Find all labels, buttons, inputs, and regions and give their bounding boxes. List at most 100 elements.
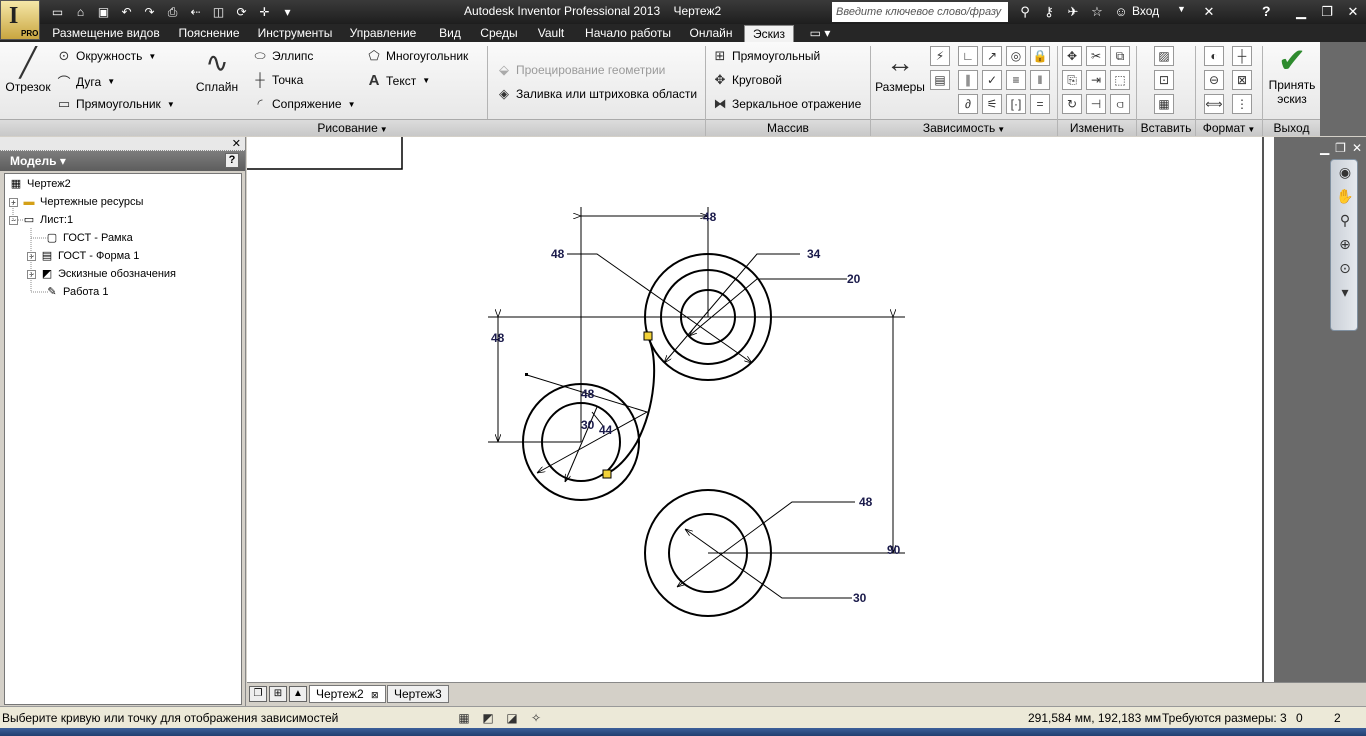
- cascade-icon[interactable]: ❐: [249, 686, 267, 702]
- sketch-drawing[interactable]: 48 48 34 20 48 48 30 44 48 90 30: [247, 137, 1262, 682]
- project-geometry-button[interactable]: ⬙ Проецирование геометрии: [496, 62, 665, 78]
- construction-icon[interactable]: ┼: [1232, 46, 1252, 66]
- tree-node-frame[interactable]: ▢ ГОСТ - Рамка: [45, 229, 133, 247]
- light-icon[interactable]: ✧: [530, 711, 542, 725]
- tree-node-sketch[interactable]: ✎ Работа 1: [45, 283, 108, 301]
- leader-line[interactable]: [689, 278, 847, 336]
- expand-icon[interactable]: +: [27, 251, 36, 261]
- view-cube-icon[interactable]: ◪: [506, 711, 518, 725]
- smooth-icon[interactable]: ∂: [958, 94, 978, 114]
- chevron-down-icon[interactable]: ▼: [148, 51, 157, 61]
- extend-icon[interactable]: ⇥: [1086, 70, 1106, 90]
- login-dropdown-icon[interactable]: ▼: [1177, 4, 1186, 14]
- format-panel-title[interactable]: Формат▼: [1196, 119, 1262, 136]
- doc-tab-drawing2[interactable]: Чертеж2 ⊠: [309, 685, 386, 703]
- format-grid-icon[interactable]: ⋮: [1232, 94, 1252, 114]
- user-icon[interactable]: ☺: [1114, 4, 1128, 19]
- show-format-icon[interactable]: ◐: [1204, 46, 1224, 66]
- binoculars-icon[interactable]: ⚲: [1020, 4, 1030, 19]
- leader-line[interactable]: [564, 406, 598, 482]
- dimension-text[interactable]: 20: [847, 272, 861, 286]
- tile-icon[interactable]: ⊞: [269, 686, 287, 702]
- tab-view[interactable]: Вид: [439, 26, 461, 40]
- chevron-down-icon[interactable]: ▼: [997, 125, 1006, 134]
- spline-button[interactable]: ∿ Сплайн: [192, 46, 242, 94]
- insert-points-icon[interactable]: ⊡: [1154, 70, 1174, 90]
- insert-image-icon[interactable]: ▨: [1154, 46, 1174, 66]
- tab-sketch[interactable]: Эскиз: [744, 25, 794, 42]
- expand-icon[interactable]: +: [27, 269, 36, 279]
- collinear-icon[interactable]: ≡: [1006, 70, 1026, 90]
- leader-line[interactable]: [677, 501, 855, 587]
- move-icon[interactable]: ✥: [1062, 46, 1082, 66]
- tree-node-drawing[interactable]: ▦ Чертеж2: [9, 175, 71, 193]
- spline-curve[interactable]: [605, 335, 656, 475]
- polygon-button[interactable]: ⬠ Многоугольник: [366, 48, 468, 64]
- customize-arrow-icon[interactable]: ▾: [284, 5, 291, 19]
- equal-icon[interactable]: =: [1030, 94, 1050, 114]
- accept-sketch-button[interactable]: ✔ Принять эскиз: [1264, 44, 1320, 106]
- chevron-down-icon[interactable]: ▼: [422, 76, 431, 85]
- stretch-icon[interactable]: ⬚: [1110, 70, 1130, 90]
- restore-icon[interactable]: ❐: [1335, 141, 1346, 155]
- leader-line[interactable]: [591, 411, 605, 428]
- draw-panel-title[interactable]: Рисование▼: [0, 119, 705, 136]
- collapse-icon[interactable]: −: [9, 215, 18, 225]
- dimension-text[interactable]: 34: [807, 247, 821, 261]
- steering-wheel-icon[interactable]: ◉: [1338, 164, 1352, 180]
- auto-dimension-icon[interactable]: ⚡: [930, 46, 950, 66]
- print-icon[interactable]: ⎙: [167, 5, 178, 19]
- dimension-button[interactable]: ↔ Размеры: [874, 46, 926, 94]
- measure-icon[interactable]: ✛: [259, 5, 270, 19]
- leader-line[interactable]: [567, 253, 752, 363]
- dimension-text[interactable]: 48: [551, 247, 565, 261]
- rectangle-button[interactable]: ▭ Прямоугольник▼: [56, 96, 175, 112]
- horizontal-icon[interactable]: ⚟: [982, 94, 1002, 114]
- arc-button[interactable]: ⌒ Дуга▼: [56, 72, 115, 91]
- spline-endpoint[interactable]: [602, 469, 612, 479]
- circle-button[interactable]: ⊙ Окружность▼: [56, 48, 157, 64]
- hatch-button[interactable]: ◈ Заливка или штриховка области: [496, 86, 697, 102]
- dimension-text[interactable]: 48: [581, 387, 595, 401]
- satellite-icon[interactable]: ✈: [1067, 4, 1079, 19]
- chevron-down-icon[interactable]: ▼: [166, 99, 175, 109]
- new-icon[interactable]: ▭: [51, 5, 64, 19]
- minimize-icon[interactable]: ▁: [1296, 4, 1306, 19]
- browser-help-button[interactable]: ?: [225, 153, 239, 168]
- tab-annotate[interactable]: Пояснение: [178, 26, 240, 40]
- tab-menu-icon[interactable]: ▲: [289, 686, 307, 702]
- sketch-canvas[interactable]: 48 48 34 20 48 48 30 44 48 90 30: [247, 137, 1262, 682]
- open-icon[interactable]: ⌂: [76, 5, 85, 19]
- dimension-text[interactable]: 48: [491, 331, 505, 345]
- restore-icon[interactable]: ❐: [1321, 4, 1333, 19]
- tree-node-titleblock[interactable]: + ▤ ГОСТ - Форма 1: [27, 247, 139, 265]
- text-button[interactable]: A Текст▼: [366, 72, 431, 89]
- zoom-window-icon[interactable]: ⊙: [1339, 260, 1351, 276]
- star-icon[interactable]: ☆: [1091, 4, 1103, 19]
- coincident-icon[interactable]: ✓: [982, 70, 1002, 90]
- tab-tools[interactable]: Инструменты: [257, 26, 333, 40]
- login-link[interactable]: Вход: [1132, 4, 1160, 18]
- insert-acad-icon[interactable]: ▦: [1154, 94, 1174, 114]
- tree-node-sketch-symbols[interactable]: + ◩ Эскизные обозначения: [27, 265, 176, 283]
- center-point-icon[interactable]: ⊠: [1232, 70, 1252, 90]
- dimension-text[interactable]: 48: [703, 210, 717, 224]
- line-button[interactable]: ╱ Отрезок: [4, 46, 52, 94]
- application-menu-button[interactable]: I PRO: [0, 0, 40, 40]
- leader-line[interactable]: [664, 253, 800, 363]
- tree-node-resources[interactable]: + ▬ Чертежные ресурсы: [9, 193, 143, 211]
- browser-header[interactable]: Модель ▾ ?: [0, 151, 245, 171]
- dimension-text[interactable]: 44: [599, 423, 613, 437]
- help-icon[interactable]: ?: [1262, 3, 1271, 19]
- ellipse-button[interactable]: ⬭ Эллипс: [252, 48, 313, 64]
- offset-icon[interactable]: ⫏: [1110, 94, 1130, 114]
- exchange-icon[interactable]: ✕: [1203, 4, 1215, 19]
- constrain-panel-title[interactable]: Зависимость▼: [871, 119, 1057, 136]
- tab-placement[interactable]: Размещение видов: [52, 26, 160, 40]
- split-icon[interactable]: ⊣: [1086, 94, 1106, 114]
- close-icon[interactable]: ✕: [231, 138, 241, 150]
- select-icon[interactable]: ◫: [212, 5, 225, 19]
- zoom-icon[interactable]: ⚲: [1339, 212, 1351, 228]
- chevron-down-icon[interactable]: ▼: [107, 77, 116, 86]
- expand-icon[interactable]: +: [9, 197, 18, 207]
